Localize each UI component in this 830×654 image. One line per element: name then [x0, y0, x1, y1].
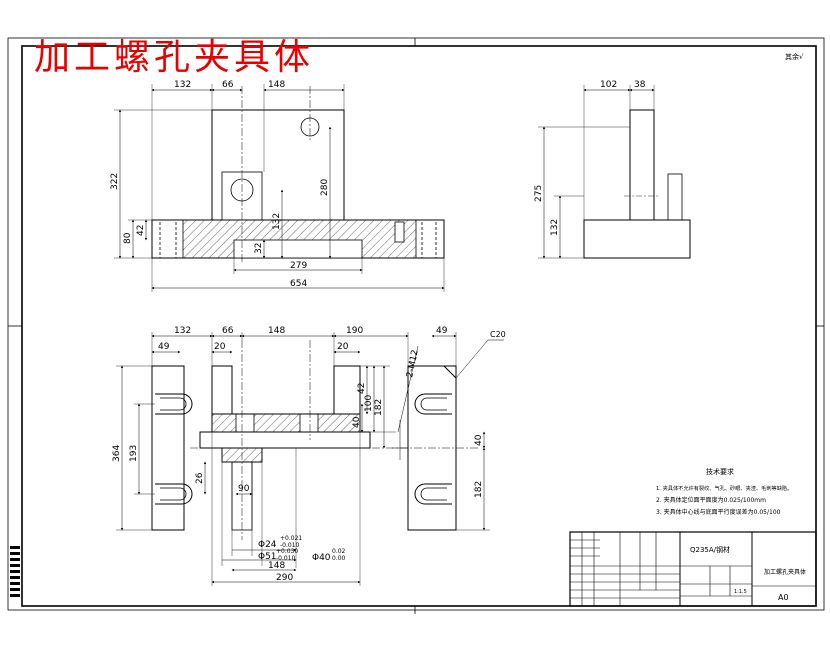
top-dim-42: 42 — [357, 383, 367, 394]
top-dim-182-lower: 182 — [474, 481, 484, 498]
side-dim-38: 38 — [634, 80, 646, 90]
side-dim-102: 102 — [600, 80, 617, 90]
dia51-tol-low: -0.010 — [276, 555, 296, 562]
front-dim-132: 132 — [174, 80, 191, 90]
tech-item-2: 2. 夹具体定位面平面度为0.025/100mm — [656, 496, 766, 504]
front-dim-32: 32 — [254, 243, 264, 254]
top-dim-193: 193 — [129, 445, 139, 462]
front-dim-279: 279 — [290, 261, 307, 271]
tech-heading: 技术要求 — [706, 467, 734, 476]
top-dim-148: 148 — [268, 326, 285, 336]
drawing-title: 加工螺孔夹具体 — [34, 37, 315, 78]
side-view — [538, 85, 691, 259]
part-name-cell: 加工螺孔夹具体 — [764, 568, 806, 576]
dia24-tol-low: -0.010 — [280, 542, 300, 549]
front-dim-654: 654 — [290, 279, 307, 289]
tech-item-1: 1. 夹具体不允许有裂纹、气孔、砂眼、夹渣、毛刺等缺陷。 — [656, 484, 792, 492]
tech-item-3: 3. 夹具体中心线与底面平行度误差为0.05/100 — [656, 508, 781, 516]
front-view-dim-text: 132 66 148 654 279 322 280 80 42 132 32 — [110, 80, 330, 289]
dia24-label: Φ24 — [258, 540, 277, 550]
top-dim-20-right: 20 — [337, 342, 349, 352]
top-dim-148-bottom: 148 — [268, 561, 285, 571]
dia40-tol-low: 0.00 — [332, 555, 346, 562]
thread-callout: 2-M12 — [405, 349, 421, 379]
top-dim-290: 290 — [276, 573, 293, 583]
side-view-dim-text: 102 38 275 132 — [534, 80, 646, 236]
sheet-size-cell: A0 — [778, 593, 789, 602]
top-dim-90: 90 — [238, 484, 250, 494]
front-dim-280: 280 — [320, 179, 330, 196]
top-dim-66: 66 — [222, 326, 234, 336]
front-dim-322: 322 — [110, 173, 120, 190]
title-block — [569, 531, 817, 607]
top-view-dim-text: 132 66 148 190 49 49 20 20 364 193 26 90… — [112, 326, 506, 583]
title-block-text: Q235A/钢材 加工螺孔夹具体 A0 1:1.5 — [690, 545, 806, 602]
dia24-tol-up: +0.021 — [280, 535, 302, 542]
sheet-border — [7, 37, 825, 614]
front-dim-132-inner: 132 — [272, 213, 282, 230]
side-dim-132: 132 — [550, 219, 560, 236]
scale-cell: 1:1.5 — [734, 589, 747, 595]
top-dim-40-inner: 40 — [352, 416, 362, 428]
top-view — [116, 332, 504, 586]
dia51-label: Φ51 — [258, 552, 277, 562]
front-dim-80: 80 — [123, 232, 133, 244]
top-dim-182-upper: 182 — [374, 399, 384, 416]
front-dim-66: 66 — [222, 80, 234, 90]
top-dim-132: 132 — [174, 326, 191, 336]
dia40-tol-up: 0.02 — [332, 548, 346, 555]
left-strip — [10, 546, 20, 597]
dia51-tol-up: +0.030 — [276, 548, 298, 555]
top-dim-49-right: 49 — [436, 326, 448, 336]
top-dim-20-left: 20 — [214, 342, 226, 352]
top-dim-26: 26 — [195, 472, 205, 484]
top-dim-190: 190 — [346, 326, 363, 336]
technical-requirements: 技术要求 1. 夹具体不允许有裂纹、气孔、砂眼、夹渣、毛刺等缺陷。 2. 夹具体… — [656, 467, 792, 516]
material-cell: Q235A/钢材 — [690, 545, 730, 554]
front-view — [114, 84, 445, 292]
top-dim-364: 364 — [112, 445, 122, 462]
top-dim-100: 100 — [364, 395, 374, 412]
side-dim-275: 275 — [534, 185, 544, 202]
top-dim-49-left: 49 — [158, 342, 170, 352]
top-dim-40-right: 40 — [474, 434, 484, 446]
front-dim-42: 42 — [136, 225, 146, 236]
dia40-label: Φ40 — [312, 553, 331, 563]
roughness-symbol: 其余√ — [785, 53, 804, 61]
front-dim-148: 148 — [268, 80, 285, 90]
chamfer-callout: C20 — [490, 330, 506, 339]
